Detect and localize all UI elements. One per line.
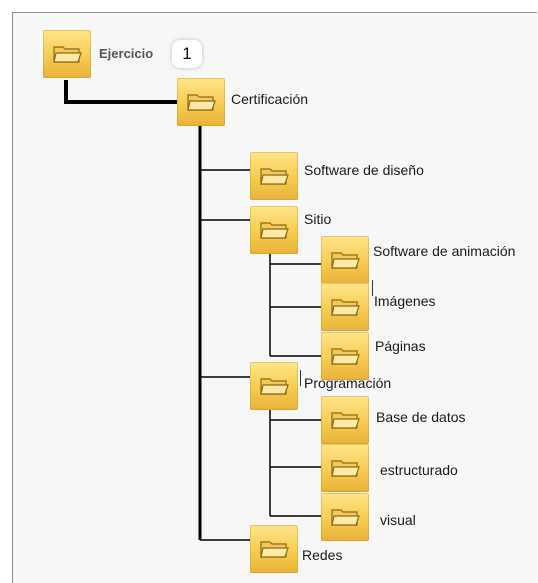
folder-icon-base-datos[interactable] <box>321 396 369 444</box>
folder-icon <box>260 222 289 239</box>
node-label-certificacion: Certificación <box>231 91 309 107</box>
node-label-programacion: Programación <box>304 375 392 391</box>
node-label-ejercicio: Ejercicio <box>99 46 154 61</box>
node-label-sitio: Sitio <box>304 211 332 227</box>
text-cursor <box>300 370 301 386</box>
folder-icon-programacion[interactable] <box>250 362 298 410</box>
folder-icon-sitio[interactable] <box>250 206 298 254</box>
folder-icon-certificacion[interactable] <box>177 78 225 126</box>
node-label-redes: Redes <box>302 547 343 563</box>
folder-icon-imagenes[interactable] <box>321 283 369 331</box>
node-label-estructurado: estructurado <box>380 462 458 478</box>
node-label-software-diseno: Software de diseño <box>304 162 424 178</box>
folder-icon <box>331 509 360 526</box>
folder-icon <box>53 46 82 63</box>
folder-icon <box>260 378 289 395</box>
folder-icon <box>260 541 289 558</box>
node-label-base-datos: Base de datos <box>376 409 466 425</box>
step-badge: 1 <box>172 40 202 68</box>
folder-icon <box>187 94 216 111</box>
node-label-imagenes: Imágenes <box>374 293 436 309</box>
text-cursor <box>372 280 373 296</box>
diagram-frame <box>12 12 537 583</box>
folder-icon-estructurado[interactable] <box>321 444 369 492</box>
folder-icon-software-animacion[interactable] <box>321 236 369 284</box>
folder-icon <box>331 412 360 429</box>
node-label-paginas: Páginas <box>375 338 426 354</box>
folder-icon <box>331 348 360 365</box>
folder-icon <box>260 168 289 185</box>
folder-icon <box>331 299 360 316</box>
node-label-software-animacion: Software de animación <box>373 243 516 259</box>
folder-icon <box>331 460 360 477</box>
node-label-visual: visual <box>380 512 416 528</box>
folder-icon-software-diseno[interactable] <box>250 152 298 200</box>
tree-connectors <box>64 80 322 541</box>
folder-icon-ejercicio[interactable] <box>43 30 91 78</box>
folder-icon-paginas[interactable] <box>321 332 369 380</box>
folder-icon-visual[interactable] <box>321 493 369 541</box>
folder-icon-redes[interactable] <box>250 525 298 573</box>
folder-icon <box>331 252 360 269</box>
